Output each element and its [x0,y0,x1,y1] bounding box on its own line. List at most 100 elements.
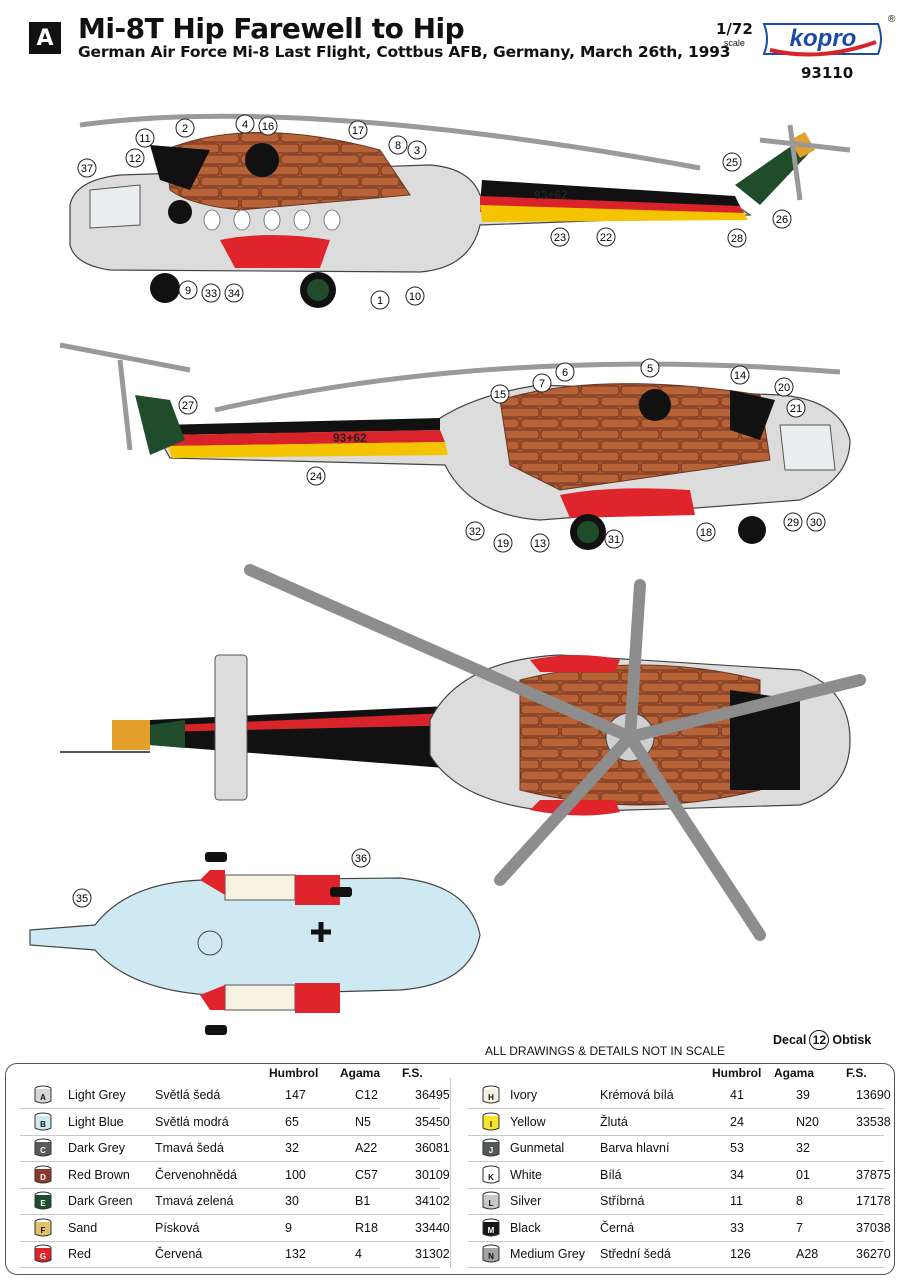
callout-number: 15 [490,384,510,404]
callout-label: 29 [787,517,799,529]
decal-number: 12 [809,1030,830,1050]
left-side-view: 93+62 [69,113,851,308]
callout-number: 14 [730,365,750,385]
callout-label: 10 [409,291,421,303]
decal-sheet-number: Decal 12 Obtisk [773,1030,871,1050]
paint-code: E [40,1199,46,1208]
profile-letter: A [29,22,61,54]
serial-right: 93+62 [333,431,367,445]
paint-name-en: Medium Grey [510,1247,586,1261]
paint-code: F [41,1226,46,1235]
callout-number: 26 [772,209,792,229]
callout-number: 5 [640,358,660,378]
fs-value: 37875 [856,1167,891,1182]
humbrol-value: 41 [730,1088,744,1102]
right-side-view: 93+62 [59,342,851,550]
paint-name-en: Light Blue [68,1114,124,1129]
paint-code: N [488,1252,494,1261]
paint-code: G [40,1252,46,1261]
callout-label: 22 [600,232,612,244]
brand-name: kopro [790,25,857,52]
fs-header-right: F.S. [846,1066,867,1080]
agama-header-right: Agama [774,1066,815,1080]
callout-label: 3 [414,145,420,157]
paint-code: B [40,1120,46,1129]
paint-name-cz: Světlá modrá [155,1114,229,1129]
callout-label: 37 [81,163,93,175]
fs-value: 31302 [415,1247,450,1261]
paint-code: H [488,1093,494,1102]
agama-value: 39 [796,1088,810,1102]
paint-name-cz: Krémová bílá [600,1088,674,1102]
agama-value: R18 [355,1220,378,1235]
callout-label: 32 [469,526,481,538]
decal-label-cz: Obtisk [832,1033,872,1047]
agama-value: 32 [796,1141,810,1155]
bottom-view [29,852,481,1035]
paint-name-en: Silver [510,1194,542,1208]
callout-label: 24 [310,471,322,483]
paint-name-en: Dark Grey [68,1141,125,1155]
callout-number: 12 [125,148,145,168]
humbrol-value: 24 [730,1114,744,1129]
callout-number: 31 [604,529,624,549]
callout-label: 15 [494,389,506,401]
paint-pot-icon: C [34,1138,52,1157]
paint-pot-icon: A [34,1085,52,1104]
agama-value: A22 [355,1141,378,1155]
scale-label: scale [723,38,745,48]
page-title: Mi-8T Hip Farewell to Hip [78,12,465,45]
paint-pot-icon: I [482,1112,500,1130]
callout-label: 12 [129,153,141,165]
callout-label: 25 [726,157,738,169]
callout-number: 8 [388,135,408,155]
paint-code: D [40,1173,46,1182]
callout-number: 34 [224,283,244,303]
scale-value: 1/72 [716,20,753,38]
callout-number: 25 [722,152,742,172]
callout-label: 28 [731,233,743,245]
serial-left: 93+62 [534,188,568,202]
paint-name-en: Dark Green [68,1194,133,1208]
callout-number: 28 [727,228,747,248]
callout-label: 13 [534,538,546,550]
paint-name-cz: Červená [155,1247,203,1261]
callout-label: 30 [810,517,822,529]
humbrol-value: 65 [285,1114,299,1129]
fs-value: 37038 [856,1220,891,1235]
humbrol-value: 34 [730,1167,744,1182]
callout-number: 24 [306,466,326,486]
agama-value: 7 [796,1220,803,1235]
callout-number: 6 [555,362,575,382]
callout-number: 16 [258,116,278,136]
humbrol-value: 147 [285,1088,306,1102]
paint-code: C [40,1146,46,1155]
agama-value: N5 [355,1114,371,1129]
agama-value: 8 [796,1194,803,1208]
callout-number: 36 [351,848,371,868]
callout-label: 31 [608,534,620,546]
humbrol-value: 9 [285,1220,292,1235]
paint-name-cz: Střední šedá [600,1247,671,1261]
humbrol-header-right: Humbrol [712,1066,762,1080]
agama-value: B1 [355,1194,371,1208]
paint-code: L [489,1199,494,1208]
callout-number: 11 [135,128,155,148]
decal-label: Decal [773,1033,807,1047]
callout-number: 2 [175,118,195,138]
paint-pot-icon: N [482,1244,500,1263]
fs-value: 13690 [856,1088,891,1102]
paint-name-en: Red Brown [68,1167,130,1182]
fs-value: 35450 [415,1114,450,1129]
callout-number: 3 [407,140,427,160]
callout-number: 29 [783,512,803,532]
callout-number: 21 [786,398,806,418]
callout-label: 34 [228,288,240,300]
callout-label: 6 [562,367,568,379]
